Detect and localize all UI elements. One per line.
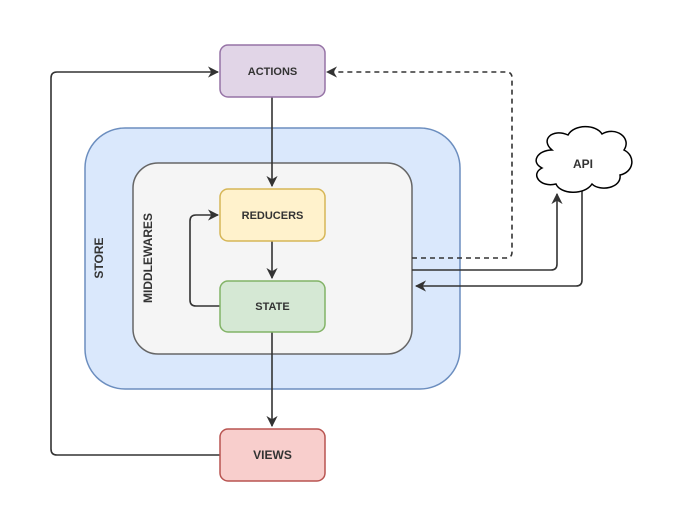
edge-state-to-reducers [189, 209, 220, 307]
edge-middlewares-to-api [412, 192, 563, 271]
edges [50, 66, 583, 456]
actions-label: ACTIONS [248, 66, 298, 78]
reducers-node[interactable]: REDUCERS [219, 188, 326, 242]
middlewares-label: MIDDLEWARES [141, 213, 155, 303]
views-label: VIEWS [253, 448, 292, 462]
api-cloud-node[interactable]: API [535, 125, 633, 193]
api-label: API [573, 157, 593, 171]
state-label: STATE [255, 301, 289, 313]
views-node[interactable]: VIEWS [219, 428, 326, 482]
store-label: STORE [92, 237, 106, 278]
edge-api-to-middlewares [414, 188, 583, 292]
edge-views-to-actions [50, 66, 220, 456]
cloud-icon [535, 125, 633, 193]
edge-middlewares-to-actions-dashed [325, 66, 513, 259]
reducers-label: REDUCERS [242, 210, 304, 222]
actions-node[interactable]: ACTIONS [219, 44, 326, 98]
state-node[interactable]: STATE [219, 280, 326, 333]
